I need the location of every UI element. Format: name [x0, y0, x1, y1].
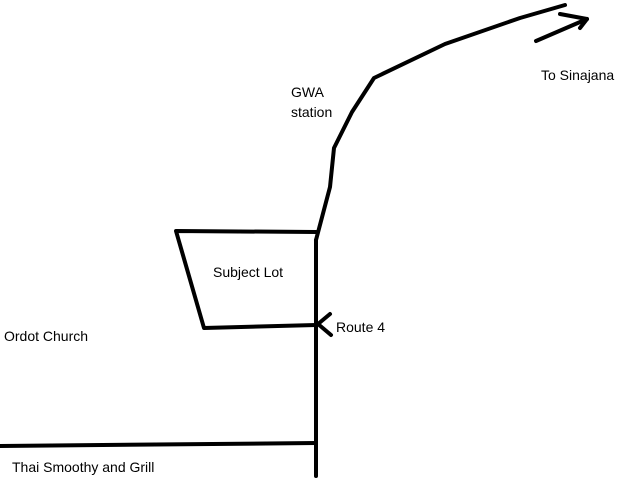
- ordot-church-label: Ordot Church: [4, 328, 89, 344]
- road-to-sinajana: [314, 3, 567, 242]
- subject-lot-label: Subject Lot: [213, 264, 284, 280]
- thai-smoothy-label: Thai Smoothy and Grill: [12, 459, 155, 475]
- to-sinajana-label: To Sinajana: [541, 67, 615, 83]
- subject-lot-outline: [174, 229, 318, 330]
- gwa-label-line1: GWA: [291, 84, 324, 100]
- route4-label: Route 4: [336, 319, 386, 335]
- cross-road: [0, 441, 318, 448]
- gwa-label-line2: station: [291, 104, 333, 120]
- gwa-station-label: GWA station: [291, 82, 332, 122]
- sinajana-arrow-shaft: [534, 17, 589, 43]
- route4-arrow-icon: [316, 312, 333, 337]
